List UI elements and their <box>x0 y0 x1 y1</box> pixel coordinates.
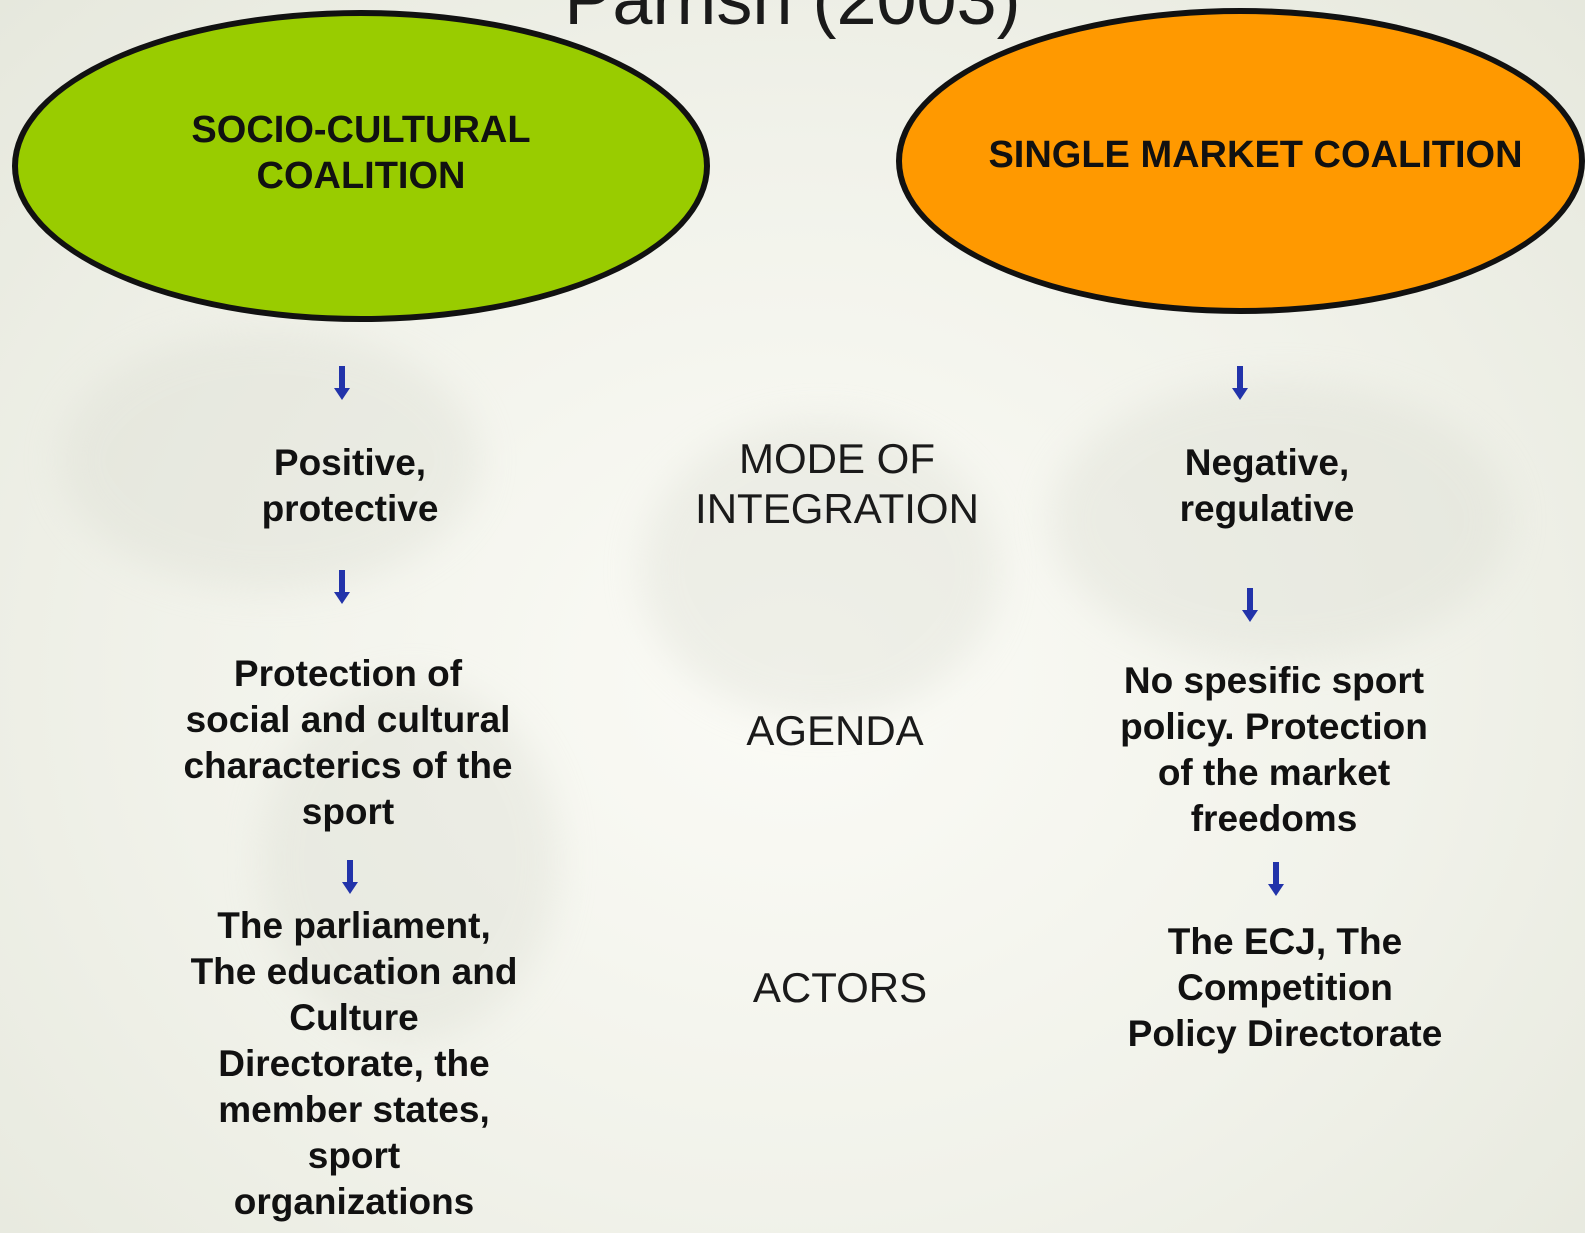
single-market-coalition-label: SINGLE MARKET COALITION <box>988 134 1523 176</box>
text-line: of the market <box>1157 752 1391 793</box>
text-line: Competition <box>1177 967 1393 1008</box>
down-arrow-icon <box>342 860 358 894</box>
text-line: social and cultural <box>185 699 511 740</box>
background-map-shape <box>1050 380 1510 660</box>
socio-cultural-coalition-label-line: COALITION <box>256 155 466 197</box>
right-mode-of-integration-text: Negative, regulative <box>1067 440 1467 532</box>
text-line: sport <box>301 791 395 832</box>
text-line: Positive, <box>273 442 427 483</box>
text-line: Protection of <box>233 653 463 694</box>
slide-title: Parrish (2003) <box>564 0 1021 40</box>
text-line: The ECJ, The <box>1167 921 1403 962</box>
left-actors-text: The parliament, The education and Cultur… <box>154 903 554 1225</box>
text-line: organizations <box>233 1181 475 1222</box>
down-arrow-icon <box>1232 366 1248 400</box>
text-line: member states, <box>218 1089 490 1130</box>
actors-label: ACTORS <box>752 964 928 1011</box>
left-agenda-text: Protection of social and cultural charac… <box>148 651 548 835</box>
text-line: regulative <box>1179 488 1355 529</box>
text-line: policy. Protection <box>1120 706 1428 747</box>
socio-cultural-coalition-ellipse: SOCIO-CULTURAL COALITION <box>12 10 710 322</box>
text-line: Directorate, the <box>218 1043 490 1084</box>
background-map-shape <box>640 420 1000 720</box>
text-line: No spesific sport <box>1123 660 1425 701</box>
agenda-label: AGENDA <box>746 707 924 754</box>
text-line: freedoms <box>1190 798 1358 839</box>
text-line: sport <box>307 1135 401 1176</box>
text-line: The parliament, <box>217 905 491 946</box>
text-line: Culture <box>289 997 419 1038</box>
down-arrow-icon <box>334 570 350 604</box>
down-arrow-icon <box>334 366 350 400</box>
background-map-shape <box>60 330 480 590</box>
text-line: INTEGRATION <box>695 485 979 532</box>
right-agenda-text: No spesific sport policy. Protection of … <box>1074 658 1474 842</box>
background-map-shape <box>260 680 560 1040</box>
socio-cultural-coalition-label-line: SOCIO-CULTURAL <box>191 109 531 151</box>
text-line: characterics of the <box>183 745 513 786</box>
mode-of-integration-label: MODE OF INTEGRATION <box>637 434 1037 534</box>
down-arrow-icon <box>1268 862 1284 896</box>
left-mode-of-integration-text: Positive, protective <box>150 440 550 532</box>
text-line: Negative, <box>1184 442 1350 483</box>
text-line: The education and <box>190 951 518 992</box>
text-line: Policy Directorate <box>1127 1013 1443 1054</box>
text-line: MODE OF <box>739 435 935 482</box>
right-actors-text: The ECJ, The Competition Policy Director… <box>1085 919 1485 1057</box>
single-market-coalition-ellipse: SINGLE MARKET COALITION <box>896 8 1585 314</box>
text-line: protective <box>261 488 439 529</box>
down-arrow-icon <box>1242 588 1258 622</box>
socio-cultural-coalition-label: SOCIO-CULTURAL COALITION <box>191 107 530 199</box>
